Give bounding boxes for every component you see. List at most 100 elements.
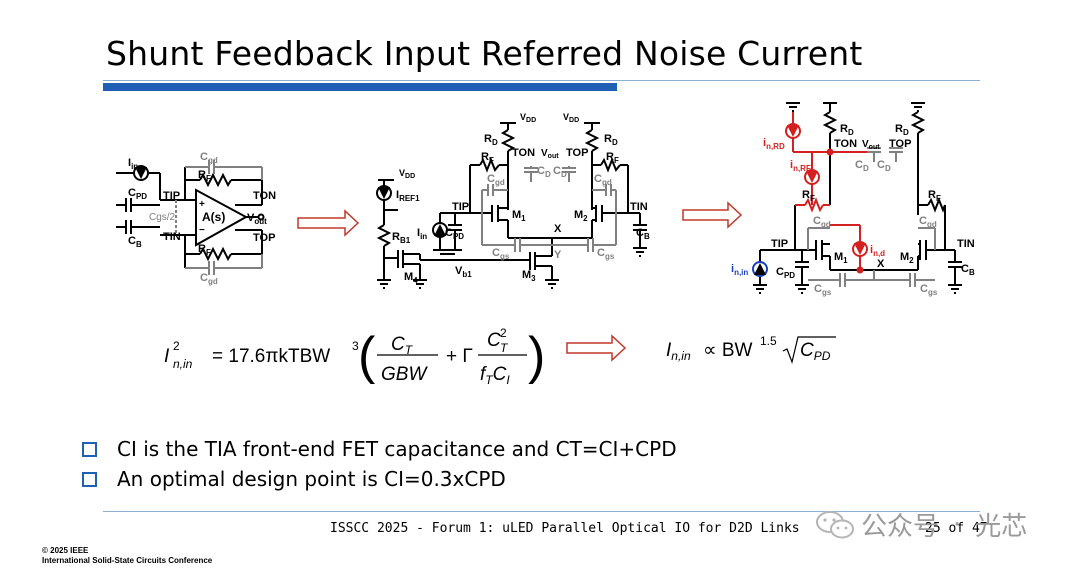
bullet-list: CI is the TIA front-end FET capacitance … (82, 434, 677, 494)
bullet-text: CI is the TIA front-end FET capacitance … (117, 437, 677, 461)
arrow-right-icon (297, 209, 360, 237)
d2-y-label: Y (554, 249, 562, 261)
d1-cb-label: CB (128, 235, 142, 249)
bullet-item: CI is the TIA front-end FET capacitance … (82, 434, 677, 464)
d1-rf-top-label: RF (198, 169, 211, 183)
footer-rule (103, 511, 980, 512)
d3-rf-left: RF (802, 189, 815, 203)
copyright: © 2025 IEEE International Solid-State Ci… (42, 546, 212, 566)
d3-top-label: TOP (889, 138, 911, 150)
d2-ton-label: TON (512, 147, 535, 159)
d2-iref-label: IREF1 (396, 189, 420, 203)
d3-ind-label: in,d (870, 244, 885, 258)
slide-title: Shunt Feedback Input Referred Noise Curr… (106, 34, 863, 73)
d3-cd-right: CD (877, 159, 891, 173)
d1-cgs2-label: Cgs/2 (149, 212, 176, 223)
copyright-line: © 2025 IEEE (42, 546, 89, 555)
d1-ton-label: TON (253, 190, 276, 202)
d3-cgd-left: Cgd (813, 215, 831, 229)
d1-rf-bot-label: RF (198, 243, 211, 257)
d3-cb-label: CB (961, 263, 975, 277)
amplifier-icon (195, 188, 249, 247)
wechat-icon (816, 510, 854, 538)
d3-rd-right: RD (895, 123, 909, 137)
svg-text:GBW: GBW (381, 364, 428, 385)
noise-formula: I 2 n,in = 17.6πkTBW 3 ( CT GBW + Γ C 2 … (164, 326, 545, 387)
svg-text:= 17.6πkTBW: = 17.6πkTBW (212, 346, 330, 367)
proportional-formula: In,in ∝ BW 1.5 CPD (666, 334, 836, 365)
d2-vb1-label: Vb1 (455, 265, 472, 279)
d1-vout-label: Vout (247, 212, 267, 226)
d2-cpd-label: CPD (445, 227, 464, 241)
d2-rd-right: RD (604, 133, 618, 147)
diagram-behavioral-tia (116, 160, 265, 275)
d1-top-label: TOP (253, 232, 275, 244)
d1-in-label: Iin (128, 157, 138, 171)
diagram2-labels: VDD IREF1 RB1 M4 Vb1 M3 VDD VDD RD RD TO… (392, 112, 650, 285)
watermark-text: 公众号 (861, 512, 940, 542)
d2-in-label: Iin (417, 227, 427, 241)
d2-cd-left: CD (537, 165, 551, 179)
bullet-item: An optimal design point is CI=0.3xCPD (82, 464, 677, 494)
d2-rf-left: RF (481, 151, 494, 165)
svg-text:CPD: CPD (800, 340, 831, 363)
d1-plus-label: + (199, 199, 205, 210)
d3-ton-label: TON (834, 138, 857, 150)
d2-rb-label: RB1 (392, 231, 411, 245)
d3-vout-label: Vout (862, 139, 880, 151)
d1-cpd-label: CPD (128, 187, 147, 201)
d3-m2-label: M2 (900, 251, 914, 265)
d2-cgs-left: Cgs (492, 247, 510, 261)
title-rule (103, 80, 980, 81)
d3-tin-label: TIN (957, 238, 975, 250)
d2-cgd-left: Cgd (487, 173, 505, 187)
d2-m4-label: M4 (404, 271, 418, 285)
svg-text:In,in: In,in (666, 340, 691, 363)
d2-vdd-1: VDD (520, 112, 536, 124)
d3-rd-left: RD (840, 123, 854, 137)
svg-text:n,in: n,in (173, 357, 193, 371)
d3-tip-label: TIP (771, 238, 788, 250)
watermark-separator: · (953, 509, 962, 540)
d3-inrf-label: in,RF (790, 159, 811, 173)
d2-m2-label: M2 (574, 209, 588, 223)
d2-cgd-right: Cgd (594, 173, 612, 187)
d2-rd-left: RD (484, 133, 498, 147)
bullet-text: An optimal design point is CI=0.3xCPD (117, 467, 506, 491)
d2-tin-label: TIN (630, 201, 648, 213)
d3-inrd-label: in,RD (763, 137, 785, 151)
svg-text:C: C (487, 330, 501, 351)
d2-cd-right: CD (553, 165, 567, 179)
d3-x-label: X (877, 258, 885, 270)
d2-top-label: TOP (566, 147, 588, 159)
d3-cpd-label: CPD (776, 266, 795, 280)
svg-text:2: 2 (500, 326, 507, 340)
d3-cgs-left: Cgs (814, 283, 832, 297)
square-bullet-icon (82, 441, 97, 457)
svg-text:T: T (500, 341, 509, 355)
diagram-noise-sources (753, 102, 962, 294)
svg-text:I: I (164, 346, 170, 367)
diagram3-noise-sources (785, 112, 868, 274)
svg-text:∝ BW: ∝ BW (703, 340, 753, 361)
page-number: 25 of 47 (925, 521, 988, 536)
d2-cb-label: CB (636, 227, 650, 241)
diagram1-labels: Iin Cgd RF CPD TIP TON Cgs/2 A(s) + − Vo… (128, 151, 276, 286)
d3-cgd-right: Cgd (919, 215, 937, 229)
copyright-line: International Solid-State Circuits Confe… (42, 556, 213, 565)
svg-text:): ) (528, 327, 545, 385)
diagram3-input-source (752, 261, 768, 277)
d1-tin-label: TIN (163, 231, 181, 243)
svg-text:fTCI: fTCI (480, 364, 510, 387)
diagram3-labels: in,RD in,RF in,d in,in RD RD TON Vout TO… (731, 123, 975, 297)
square-bullet-icon (82, 471, 97, 487)
watermark: 公众号 · 光芯 (815, 506, 1027, 543)
d3-inin-label: in,in (731, 263, 748, 277)
svg-text:(: ( (358, 327, 376, 385)
title-accent-bar (103, 83, 617, 91)
svg-text:1.5: 1.5 (760, 334, 777, 348)
d2-rf-right: RF (606, 151, 619, 165)
d1-minus-label: − (199, 225, 205, 236)
d3-cd-left: CD (855, 159, 869, 173)
